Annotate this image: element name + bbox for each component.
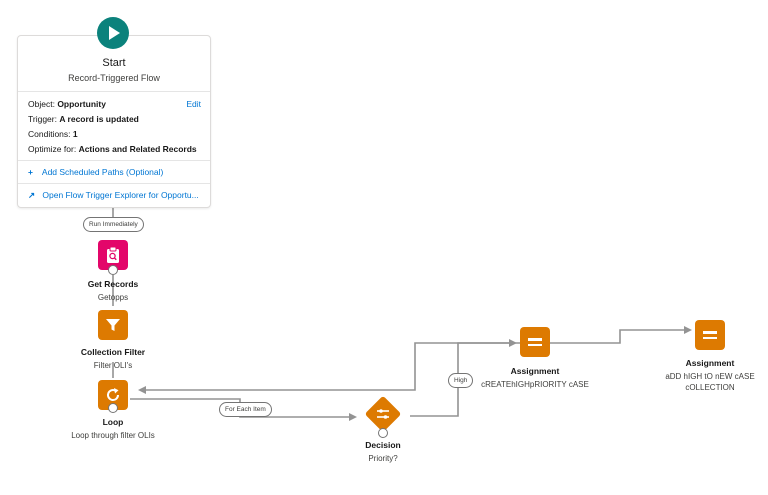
loop-name: Loop through filter OLIs: [71, 431, 155, 440]
for-each-item-pill[interactable]: For Each Item: [219, 402, 272, 417]
assignment2-type: Assignment: [685, 358, 735, 368]
loop-port[interactable]: [108, 403, 118, 413]
start-divider-2: [18, 183, 210, 184]
assignment1-icon[interactable]: [520, 327, 550, 357]
start-divider-1: [18, 160, 210, 161]
decision-type: Decision: [365, 440, 401, 450]
trigger-label: Trigger:: [28, 114, 57, 124]
connector-assign1-loopback: [138, 342, 550, 394]
get-records-port[interactable]: [108, 265, 118, 275]
edit-link[interactable]: Edit: [186, 99, 201, 109]
connector-assign1-assign2: [550, 326, 692, 344]
start-trigger-row: Trigger: A record is updated: [28, 114, 139, 124]
start-title: Start: [102, 57, 126, 69]
start-conditions-row: Conditions: 1: [28, 129, 78, 139]
decision-port[interactable]: [378, 428, 388, 438]
assignment1-type: Assignment: [510, 366, 560, 376]
start-object-row: Object: Opportunity: [28, 99, 106, 109]
plus-icon: +: [28, 167, 33, 177]
assignment1-name: cREATEhIGHpRIORITY cASE: [481, 380, 589, 389]
collection-filter-name: Filter OLI's: [93, 361, 133, 370]
start-subtitle: Record-Triggered Flow: [68, 73, 160, 83]
optimize-label: Optimize for:: [28, 144, 77, 154]
decision-name: Priority?: [368, 454, 398, 463]
trigger-explorer-label: Open Flow Trigger Explorer for Opportu..…: [42, 190, 199, 200]
decision-icon: [375, 406, 391, 422]
high-outcome-pill[interactable]: High: [448, 373, 474, 388]
object-label: Object:: [28, 99, 55, 109]
assignment2-name: aDD hIGH tO nEW cASE cOLLECTION: [665, 372, 755, 392]
object-value: Opportunity: [57, 99, 106, 109]
trigger-explorer-link[interactable]: ↗ Open Flow Trigger Explorer for Opportu…: [28, 190, 199, 201]
loop-type: Loop: [102, 417, 124, 427]
run-immediately-pill[interactable]: Run Immediately: [83, 217, 144, 232]
trigger-value: A record is updated: [59, 114, 139, 124]
get-records-type: Get Records: [87, 279, 139, 289]
start-play-icon[interactable]: [97, 17, 129, 49]
collection-filter-icon[interactable]: [98, 310, 128, 340]
get-records-name: Getopps: [97, 293, 129, 302]
start-header: Start Record-Triggered Flow: [18, 36, 210, 92]
scheduled-paths-label: Add Scheduled Paths (Optional): [41, 167, 164, 177]
add-scheduled-paths-link[interactable]: + Add Scheduled Paths (Optional): [28, 167, 163, 177]
start-optimize-row: Optimize for: Actions and Related Record…: [28, 144, 197, 154]
assignment2-icon[interactable]: [695, 320, 725, 350]
start-node-card[interactable]: Start Record-Triggered Flow Object: Oppo…: [17, 35, 211, 208]
optimize-value: Actions and Related Records: [78, 144, 197, 154]
conditions-label: Conditions:: [28, 129, 71, 139]
collection-filter-type: Collection Filter: [80, 347, 146, 357]
conditions-value: 1: [72, 129, 78, 139]
external-link-icon: ↗: [28, 190, 36, 200]
